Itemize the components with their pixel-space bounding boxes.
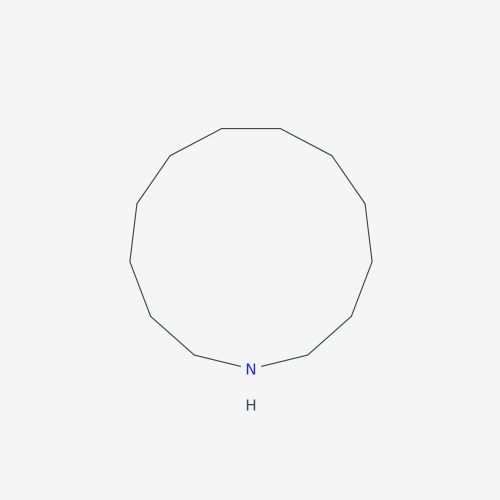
atoms-layer: N H <box>245 361 256 415</box>
bond-3-4 <box>129 203 138 263</box>
bond-12-0 <box>261 354 309 367</box>
bond-2-3 <box>129 261 152 317</box>
bond-11-12 <box>307 315 352 356</box>
bond-7-8 <box>279 127 333 157</box>
bond-1-2 <box>150 315 195 356</box>
bond-10-11 <box>350 261 373 317</box>
bonds-layer <box>129 127 373 367</box>
bond-4-5 <box>136 155 171 205</box>
bond-0-1 <box>193 354 241 367</box>
hydrogen-atom-label: H <box>245 397 256 415</box>
bond-5-6 <box>169 127 223 157</box>
bond-8-9 <box>331 155 366 205</box>
nitrogen-atom-label: N <box>245 361 256 379</box>
bond-9-10 <box>364 203 373 263</box>
